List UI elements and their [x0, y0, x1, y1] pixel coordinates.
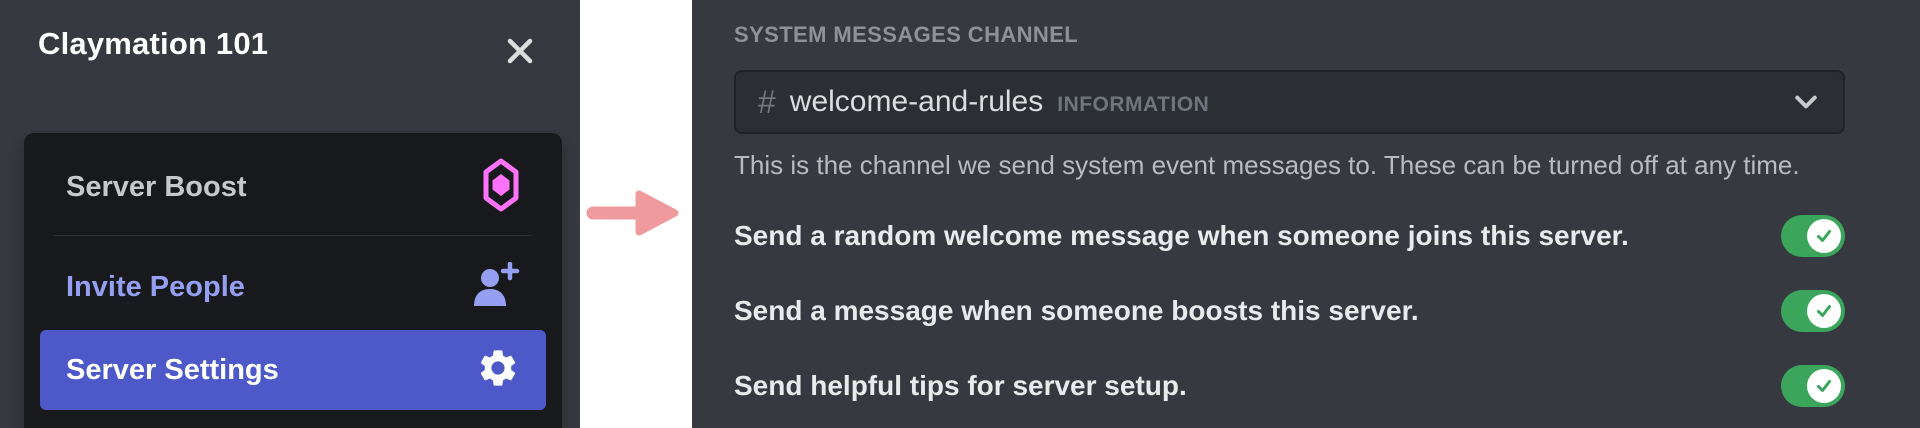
boost-message-toggle[interactable]	[1781, 290, 1845, 332]
chevron-down-icon	[1791, 87, 1821, 117]
toggle-row-boost-message: Send a message when someone boosts this …	[734, 281, 1845, 341]
menu-item-server-boost[interactable]: Server Boost	[40, 149, 546, 225]
toggle-label: Send helpful tips for server setup.	[734, 370, 1187, 401]
section-label: SYSTEM MESSAGES CHANNEL	[734, 22, 1079, 47]
toggle-knob	[1807, 294, 1841, 328]
channel-category-label: INFORMATION	[1057, 92, 1210, 116]
channel-select-description: This is the channel we send system event…	[734, 150, 1800, 180]
system-messages-settings-panel: SYSTEM MESSAGES CHANNEL # welcome-and-ru…	[692, 0, 1920, 428]
toggle-label: Send a random welcome message when someo…	[734, 220, 1629, 251]
close-button[interactable]	[498, 30, 542, 74]
server-dropdown-menu: Server Boost Invite People	[24, 133, 562, 428]
close-icon	[501, 32, 539, 73]
system-channel-select[interactable]: # welcome-and-rules INFORMATION	[734, 70, 1845, 134]
menu-item-server-settings[interactable]: Server Settings	[40, 330, 546, 410]
welcome-message-toggle[interactable]	[1781, 215, 1845, 257]
right-arrow-icon	[585, 186, 687, 240]
toggle-row-welcome-message: Send a random welcome message when someo…	[734, 206, 1845, 266]
toggle-knob	[1807, 369, 1841, 403]
white-gutter	[580, 0, 692, 428]
menu-divider	[54, 235, 532, 236]
toggle-row-helpful-tips: Send helpful tips for server setup.	[734, 356, 1845, 416]
server-name-title: Claymation 101	[38, 26, 269, 61]
menu-item-label: Invite People	[66, 270, 245, 303]
check-icon	[1817, 305, 1831, 317]
selected-channel-name: welcome-and-rules	[789, 85, 1044, 118]
check-icon	[1817, 380, 1831, 392]
gear-icon	[476, 346, 520, 395]
person-add-icon	[470, 261, 520, 313]
boost-gem-icon	[482, 157, 520, 218]
check-icon	[1817, 230, 1831, 242]
server-menu-panel: Claymation 101 Server Boost	[0, 0, 580, 428]
menu-item-label: Server Boost	[66, 170, 247, 203]
toggle-knob	[1807, 219, 1841, 253]
helpful-tips-toggle[interactable]	[1781, 365, 1845, 407]
toggle-label: Send a message when someone boosts this …	[734, 295, 1419, 326]
menu-item-invite-people[interactable]: Invite People	[40, 249, 546, 325]
menu-item-label: Server Settings	[66, 353, 279, 386]
channel-hash-icon: #	[758, 83, 776, 120]
